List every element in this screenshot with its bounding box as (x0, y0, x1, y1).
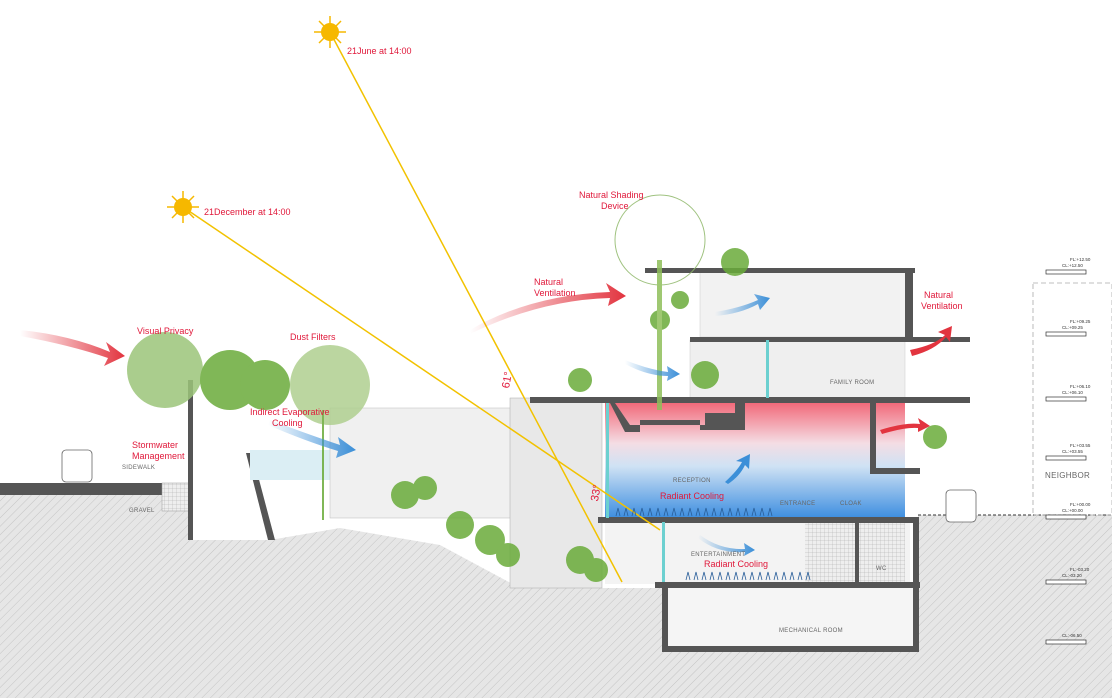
evaporative-cooling-label: Indirect Evaporative (250, 407, 330, 417)
sun-icon-december (167, 191, 199, 223)
december-sun-label: 21December at 14:00 (204, 207, 291, 217)
svg-text:CL:+00.00: CL:+00.00 (1062, 508, 1083, 513)
room-entrance: ENTRANCE (780, 501, 815, 507)
neighbor-outline (1032, 282, 1112, 516)
room-mechanical: MECHANICAL ROOM (779, 628, 843, 634)
december-sun-ray (182, 206, 661, 531)
tree-icons (127, 194, 947, 582)
svg-text:FL:+03.55: FL:+03.55 (1070, 443, 1091, 448)
natural-shading-label-2: Device (601, 201, 629, 211)
evaporative-cooling-arrow (268, 420, 356, 458)
natural-ventilation-left-arrow (470, 283, 626, 334)
svg-text:CL:-06.50: CL:-06.50 (1062, 633, 1082, 638)
natural-ventilation-left-label: Natural (534, 277, 563, 287)
visual-privacy-label: Visual Privacy (137, 326, 194, 336)
svg-text:FL:+12.50: FL:+12.50 (1070, 257, 1091, 262)
june-sun-label: 21June at 14:00 (347, 46, 412, 56)
gravel-pit (161, 482, 191, 512)
room-family-room: FAMILY ROOM (830, 380, 874, 386)
upper-vent-arrow (715, 294, 770, 316)
natural-shading-label: Natural Shading (579, 190, 644, 200)
svg-text:CL:+03.55: CL:+03.55 (1062, 449, 1083, 454)
stormwater-label: Stormwater (132, 440, 178, 450)
dust-filters-label: Dust Filters (290, 332, 336, 342)
sun-icon-june (314, 16, 346, 48)
reception-rising-arrow (725, 454, 750, 484)
natural-ventilation-right-label: Natural (924, 290, 953, 300)
natural-ventilation-right-arrow (910, 326, 952, 356)
december-angle-label: 33° (589, 484, 604, 502)
radiant-cooling-upper-label: Radiant Cooling (660, 491, 724, 501)
car-icon-street (61, 449, 93, 483)
natural-ventilation-right-label-2: Ventilation (921, 301, 963, 311)
ground-hatch (0, 490, 1112, 698)
road (0, 483, 162, 495)
svg-text:FL:+00.00: FL:+00.00 (1070, 502, 1091, 507)
level-marker: CL:-06.50 (1045, 633, 1087, 645)
evaporative-cooling-label-2: Cooling (272, 418, 303, 428)
room-wc: WC (876, 566, 887, 572)
car-icon-neighbor (945, 489, 977, 523)
svg-text:CL:+12.50: CL:+12.50 (1062, 263, 1083, 268)
middle-vent-arrow (625, 360, 680, 381)
room-entertainment: ENTERTAINMENT (691, 552, 745, 558)
svg-text:FL:+06.10: FL:+06.10 (1070, 384, 1091, 389)
sidewalk-label: SIDEWALK (122, 465, 155, 471)
svg-text:FL:+09.25: FL:+09.25 (1070, 319, 1091, 324)
radiant-cooling-lower-label: Radiant Cooling (704, 559, 768, 569)
visual-privacy-arrow (20, 330, 125, 366)
svg-text:CL:+06.10: CL:+06.10 (1062, 390, 1083, 395)
june-angle-label: 61° (500, 371, 515, 389)
radiant-cooling-upper-coils (615, 507, 773, 517)
gravel-label: GRAVEL (129, 508, 155, 514)
svg-text:CL:+09.25: CL:+09.25 (1062, 325, 1083, 330)
room-cloak: CLOAK (840, 501, 862, 507)
room-reception: RECEPTION (673, 478, 711, 484)
neighbor-label: NEIGHBOR (1045, 471, 1090, 480)
svg-text:CL:-03.20: CL:-03.20 (1062, 573, 1082, 578)
warm-exhaust-arrow (880, 418, 930, 434)
svg-text:FL:-03.20: FL:-03.20 (1070, 567, 1090, 572)
june-sun-ray (329, 31, 623, 583)
house-section (530, 268, 970, 652)
natural-ventilation-left-label-2: Ventilation (534, 288, 576, 298)
stormwater-label-2: Management (132, 451, 185, 461)
entertainment-arrow (698, 535, 755, 556)
radiant-cooling-lower-coils (685, 571, 811, 581)
